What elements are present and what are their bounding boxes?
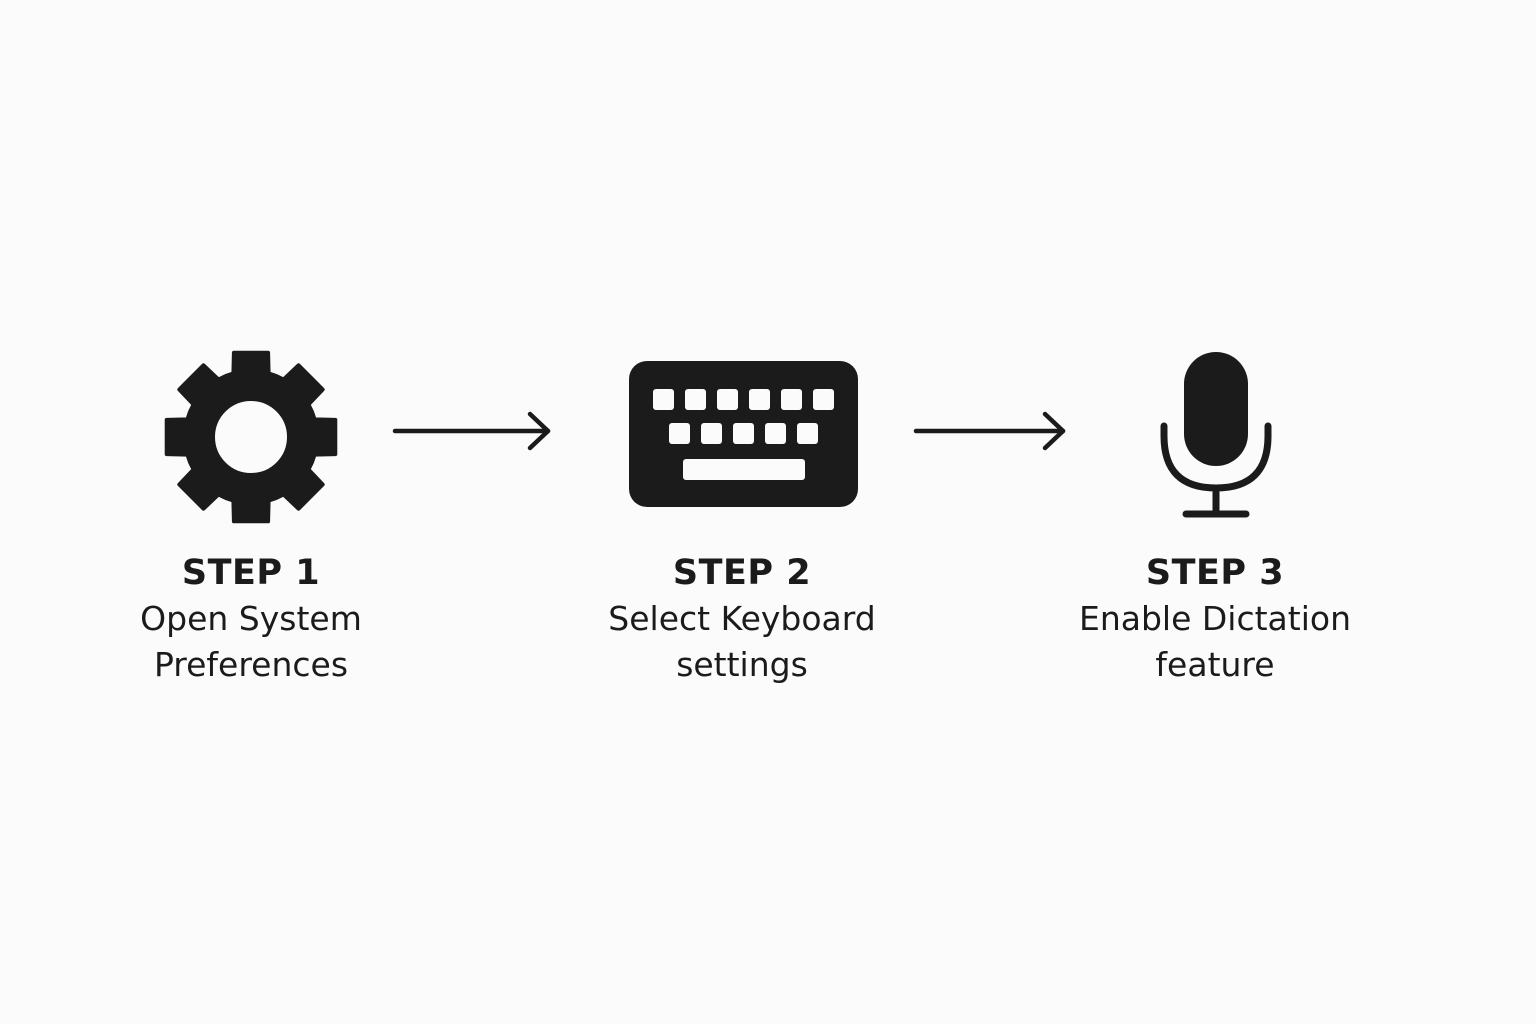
step-2-title: STEP 2	[672, 553, 812, 593]
step-3-description-line-1: Enable Dictation	[1079, 599, 1351, 638]
step-1-description-line-1: Open System	[140, 599, 362, 638]
step-3-title: STEP 3	[1145, 553, 1285, 593]
gear-icon	[164, 350, 338, 524]
step-2-description-line-2: settings	[676, 645, 808, 684]
microphone-icon	[1156, 350, 1276, 522]
keyboard-icon	[628, 360, 860, 508]
arrow-right-icon	[392, 411, 554, 451]
gear-shape	[164, 350, 338, 524]
step-1-text: STEP 1 Open System Preferences	[71, 550, 431, 688]
step-3-description-line-2: feature	[1155, 645, 1275, 684]
step-3-text: STEP 3 Enable Dictation feature	[1035, 550, 1395, 688]
step-1-title: STEP 1	[181, 553, 321, 593]
arrow-right-icon	[913, 411, 1069, 451]
step-2-description-line-1: Select Keyboard	[608, 599, 876, 638]
step-1-description-line-2: Preferences	[153, 645, 349, 684]
step-2-text: STEP 2 Select Keyboard settings	[562, 550, 922, 688]
